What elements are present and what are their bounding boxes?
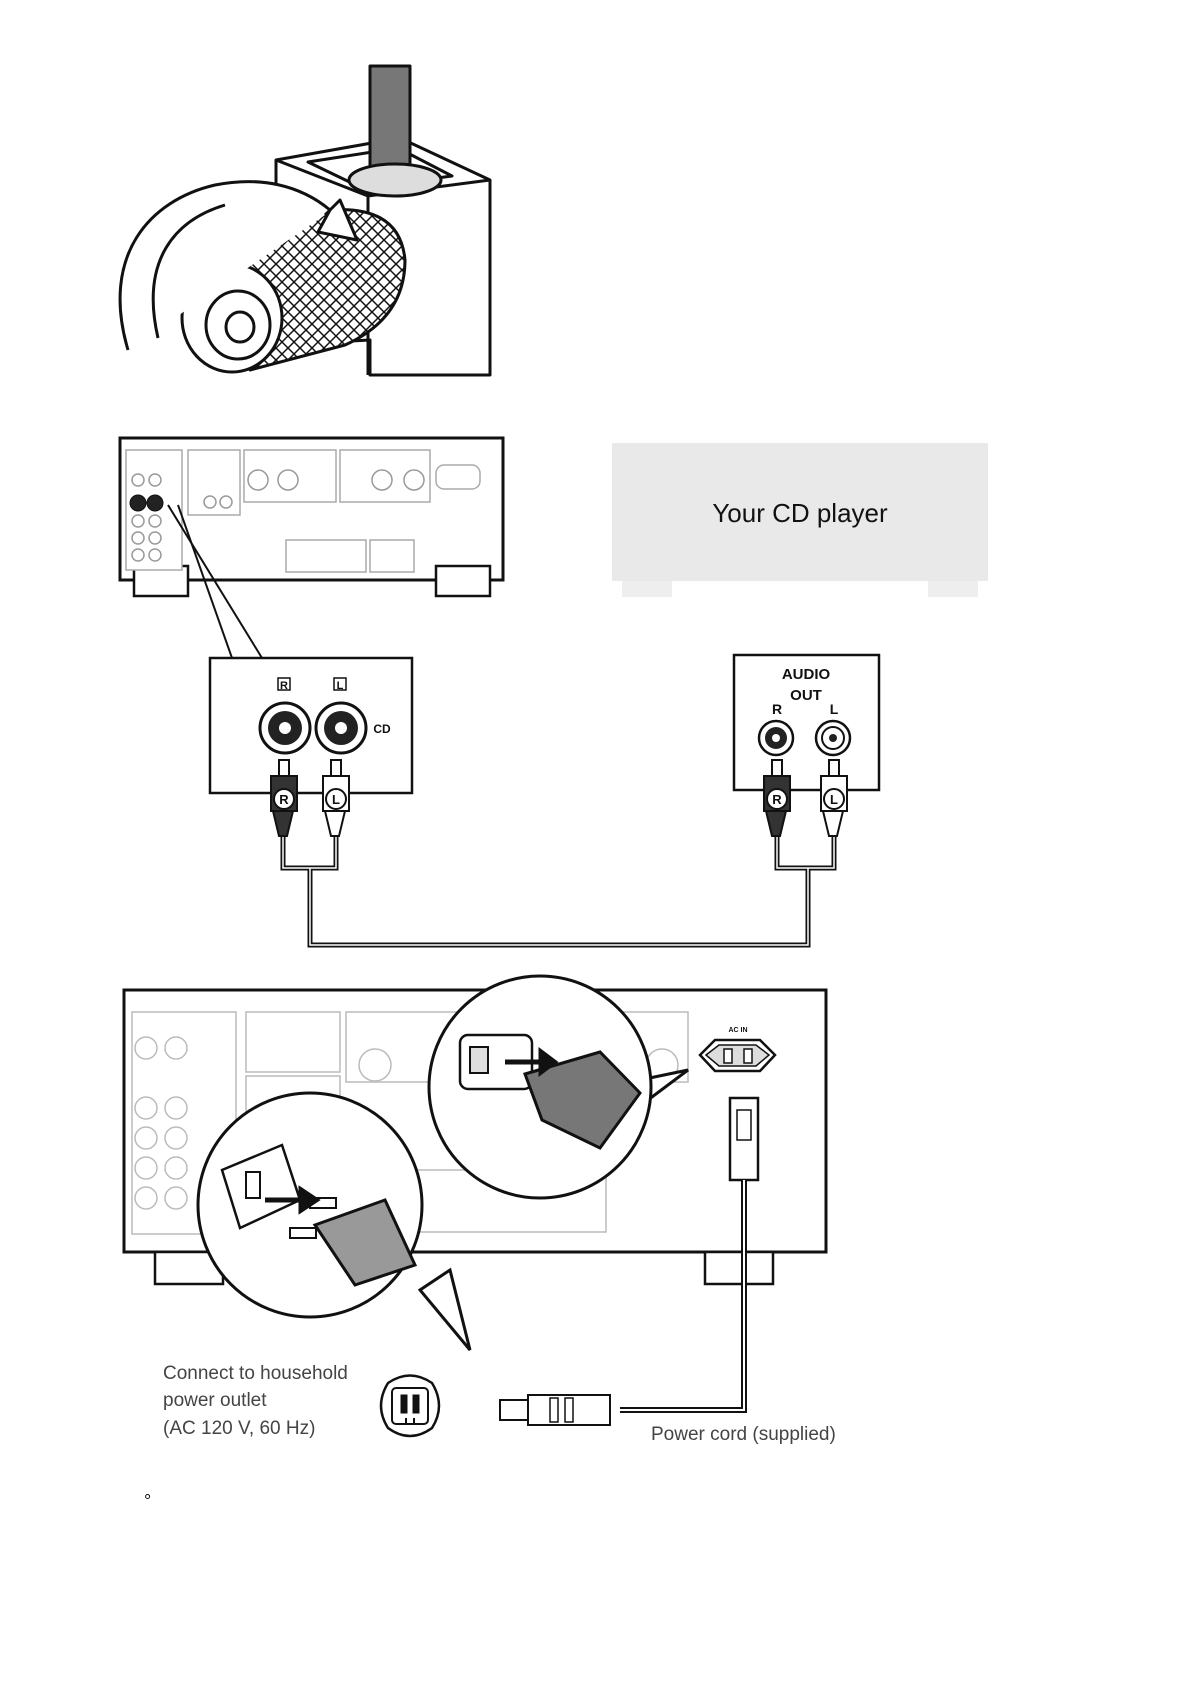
cd-audio-out-panel: AUDIO OUT R L (734, 655, 879, 790)
amp-cd-jack-l[interactable] (316, 703, 366, 753)
amp-input-r-label: R (280, 680, 288, 692)
household-outlet-icon (381, 1376, 439, 1437)
cd-out-jack-r[interactable] (759, 721, 793, 755)
amplifier-rear-panel-small (120, 438, 503, 596)
outlet-label-line2: power outlet (163, 1390, 267, 1411)
cd-plug-l-label: L (830, 792, 838, 807)
amp-cd-input-panel: R L CD (210, 658, 412, 793)
amp-plug-r-label: R (279, 792, 289, 807)
amp-plug-l-label: L (332, 792, 340, 807)
audio-cable (283, 833, 834, 945)
power-cord-label: Power cord (supplied) (651, 1424, 836, 1445)
outlet-label-line1: Connect to household (163, 1363, 348, 1384)
cd-out-title-line1: AUDIO (782, 666, 831, 683)
cd-player-label: Your CD player (712, 498, 888, 528)
outlet-label-line3: (AC 120 V, 60 Hz) (163, 1418, 315, 1439)
amp-cd-jack-r[interactable] (260, 703, 310, 753)
footnote-mark: ° (144, 1491, 151, 1511)
cd-out-title-line2: OUT (790, 687, 822, 704)
cd-plug-r-label: R (772, 792, 782, 807)
amp-input-l-label: L (337, 680, 344, 692)
ac-in-label: AC IN (728, 1027, 747, 1034)
ac-in-socket[interactable] (700, 1040, 775, 1071)
cd-player: Your CD player (612, 443, 988, 597)
cd-out-l-label: L (830, 701, 839, 717)
cd-out-jack-l[interactable] (816, 721, 850, 755)
cd-out-r-label: R (772, 701, 782, 717)
amp-input-name: CD (373, 722, 391, 736)
speaker-terminal-illustration (120, 66, 490, 375)
